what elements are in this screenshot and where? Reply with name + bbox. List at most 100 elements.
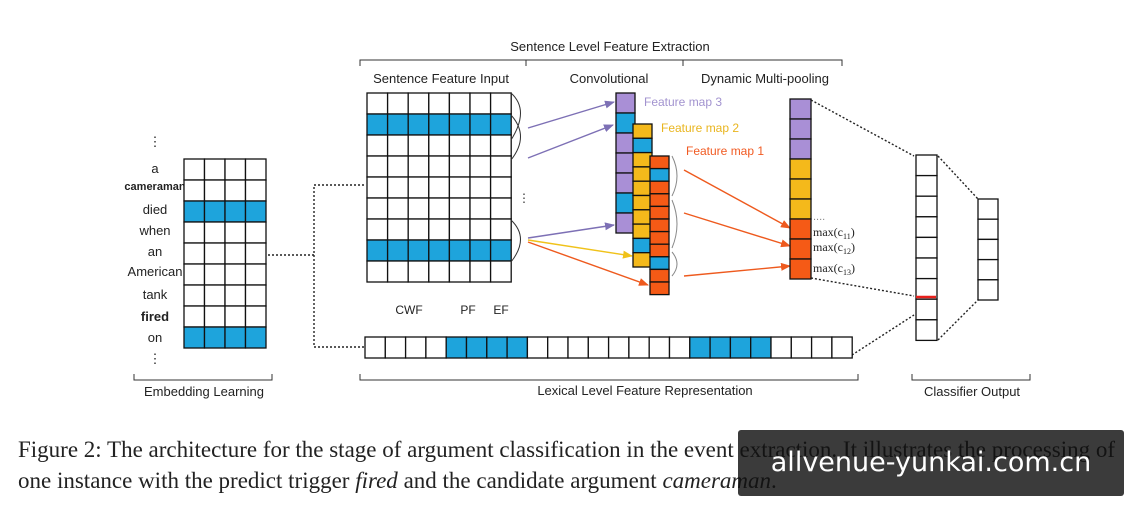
fmap1-cell-4 xyxy=(649,205,670,220)
feature-map-1 xyxy=(649,155,670,296)
input-cell-4-0 xyxy=(366,176,389,199)
fmap2-cell-6 xyxy=(632,209,653,225)
lexical-cell-23 xyxy=(831,336,853,359)
pool-to-classifier xyxy=(810,99,915,356)
lexical-cell-5 xyxy=(465,336,488,359)
word-6: American xyxy=(128,264,183,279)
lexical-cell-4 xyxy=(445,336,468,359)
input-cell-2-1 xyxy=(386,134,409,157)
architecture-figure: Sentence Level Feature Extraction Senten… xyxy=(124,39,1031,399)
watermark-overlay: allvenue-yunkai.com.cn xyxy=(738,430,1124,496)
input-cell-8-1 xyxy=(386,260,409,283)
pool-cell-2 xyxy=(789,138,812,160)
lexical-cell-10 xyxy=(567,336,589,359)
max-label-sub-0: 11 xyxy=(843,232,851,241)
embedding-cell-4-3 xyxy=(244,242,267,265)
caption-trigger: fired xyxy=(355,468,398,493)
input-cell-0-0 xyxy=(366,92,389,115)
max-labels: max(c11)max(c12)max(c13) xyxy=(813,225,855,277)
input-cell-5-0 xyxy=(366,197,389,220)
pool-dots: .... xyxy=(813,211,825,223)
input-cell-6-4 xyxy=(448,218,471,241)
embedding-cell-3-1 xyxy=(203,221,226,244)
lexical-cell-9 xyxy=(547,336,569,359)
fmap2-cell-4 xyxy=(632,180,653,197)
input-cell-6-0 xyxy=(366,218,389,241)
feature-map-2 xyxy=(632,123,653,268)
input-cell-8-0 xyxy=(366,260,389,283)
input-cell-4-2 xyxy=(407,176,430,199)
embedding-cell-6-2 xyxy=(224,284,247,307)
output-cell-0 xyxy=(977,198,999,220)
embedding-cell-5-2 xyxy=(224,263,247,286)
max-label-sub-2: 13 xyxy=(843,268,851,277)
input-cell-6-6 xyxy=(489,218,512,241)
fmap2-cell-3 xyxy=(632,166,653,182)
classifier-output-vector xyxy=(977,198,999,301)
input-cell-3-3 xyxy=(428,155,451,178)
word-8: fired xyxy=(141,309,169,324)
word-10: ⋮ xyxy=(149,351,162,366)
embedding-cell-1-3 xyxy=(244,179,267,202)
dotted-connectors xyxy=(268,184,364,348)
input-cell-5-3 xyxy=(428,197,451,220)
fmap3-cell-0 xyxy=(615,92,636,114)
lexical-cell-13 xyxy=(628,336,650,359)
fmap3-cell-5 xyxy=(615,192,636,214)
input-cell-4-5 xyxy=(469,176,492,199)
sentence-feature-input-matrix xyxy=(366,92,512,283)
pool-cell-0 xyxy=(789,98,812,120)
embedding-cell-0-0 xyxy=(183,158,206,181)
input-cell-8-2 xyxy=(407,260,430,283)
input-cell-7-0 xyxy=(366,239,389,262)
caption-part2: and the candidate argument xyxy=(397,468,663,493)
input-cell-3-1 xyxy=(386,155,409,178)
word-list: ⋮acameramandiedwhenanAmericantankfiredon… xyxy=(124,134,185,366)
lexical-cell-7 xyxy=(506,336,529,359)
feature-map-2-label: Feature map 2 xyxy=(661,121,739,135)
window-brackets xyxy=(510,92,521,263)
input-cell-8-4 xyxy=(448,260,471,283)
input-cell-2-2 xyxy=(407,134,430,157)
input-ellipsis: ⋮ xyxy=(518,191,530,205)
embedding-cell-6-1 xyxy=(203,284,226,307)
fmap1-cell-8 xyxy=(649,256,670,271)
lexical-cell-14 xyxy=(648,336,671,359)
embedding-cell-5-3 xyxy=(244,263,267,286)
col-label-conv: Convolutional xyxy=(570,71,649,86)
lexical-cell-21 xyxy=(790,336,813,359)
conv-arrows xyxy=(527,100,649,286)
input-cell-8-6 xyxy=(489,260,512,283)
embedding-cell-5-1 xyxy=(203,263,226,286)
fmap1-cell-0 xyxy=(649,155,670,170)
fmap2-cell-5 xyxy=(632,194,653,211)
input-cell-6-3 xyxy=(428,218,451,241)
input-cell-3-6 xyxy=(489,155,512,178)
input-cell-2-4 xyxy=(448,134,471,157)
fmap2-cell-1 xyxy=(632,137,653,154)
fmap3-cell-2 xyxy=(615,132,636,154)
input-cell-1-1 xyxy=(386,113,409,136)
col-label-input: Sentence Feature Input xyxy=(373,71,509,86)
fmap1-cell-2 xyxy=(649,180,670,195)
lexical-cell-1 xyxy=(384,336,407,359)
input-cell-7-5 xyxy=(469,239,492,262)
lexical-cell-12 xyxy=(607,336,630,359)
input-cell-1-5 xyxy=(469,113,492,136)
input-cell-5-1 xyxy=(386,197,409,220)
hidden-cell-2 xyxy=(915,195,938,218)
word-4: when xyxy=(138,223,170,238)
embedding-cell-7-0 xyxy=(183,305,206,328)
fmap1-cell-3 xyxy=(649,193,670,208)
classifier-hidden-vector xyxy=(915,154,938,342)
max-label-text-2: max(c xyxy=(813,261,843,275)
word-7: tank xyxy=(143,287,168,302)
max-label-close-2: ) xyxy=(851,261,855,275)
lexical-cell-22 xyxy=(810,336,833,359)
max-label-text-0: max(c xyxy=(813,225,843,239)
input-cell-4-3 xyxy=(428,176,451,199)
embedding-cell-6-0 xyxy=(183,284,206,307)
embedding-cell-4-1 xyxy=(203,242,226,265)
word-3: died xyxy=(143,202,168,217)
pool-arrows xyxy=(683,169,791,277)
